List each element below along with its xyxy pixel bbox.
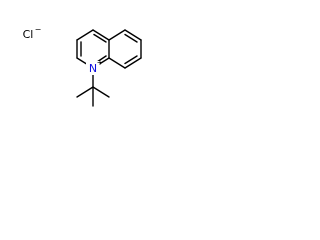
chloride-charge: − [35, 25, 42, 34]
bond-c4a-c5 [108, 29, 126, 41]
bond-c8-c8a [108, 57, 126, 69]
bond-c5-c6-double [124, 33, 138, 43]
bond-c3-c4 [76, 29, 94, 41]
nitrogen-label: N [89, 62, 97, 75]
atom-labels: N + Cl − [23, 25, 104, 75]
chloride-label: Cl [23, 28, 34, 41]
bond-c4-c4a [92, 29, 110, 41]
bond-c7-c8 [124, 57, 142, 69]
structure-diagram: N + Cl − [23, 25, 142, 107]
bond-cq-me2 [92, 86, 110, 98]
bond-cq-me1 [76, 86, 94, 98]
bond-c4-c4a-double [93, 33, 107, 43]
bonds [76, 29, 142, 107]
bond-c7-c8-double [124, 55, 138, 65]
bond-c5-c6 [124, 29, 142, 41]
nitrogen-charge: + [97, 58, 104, 67]
